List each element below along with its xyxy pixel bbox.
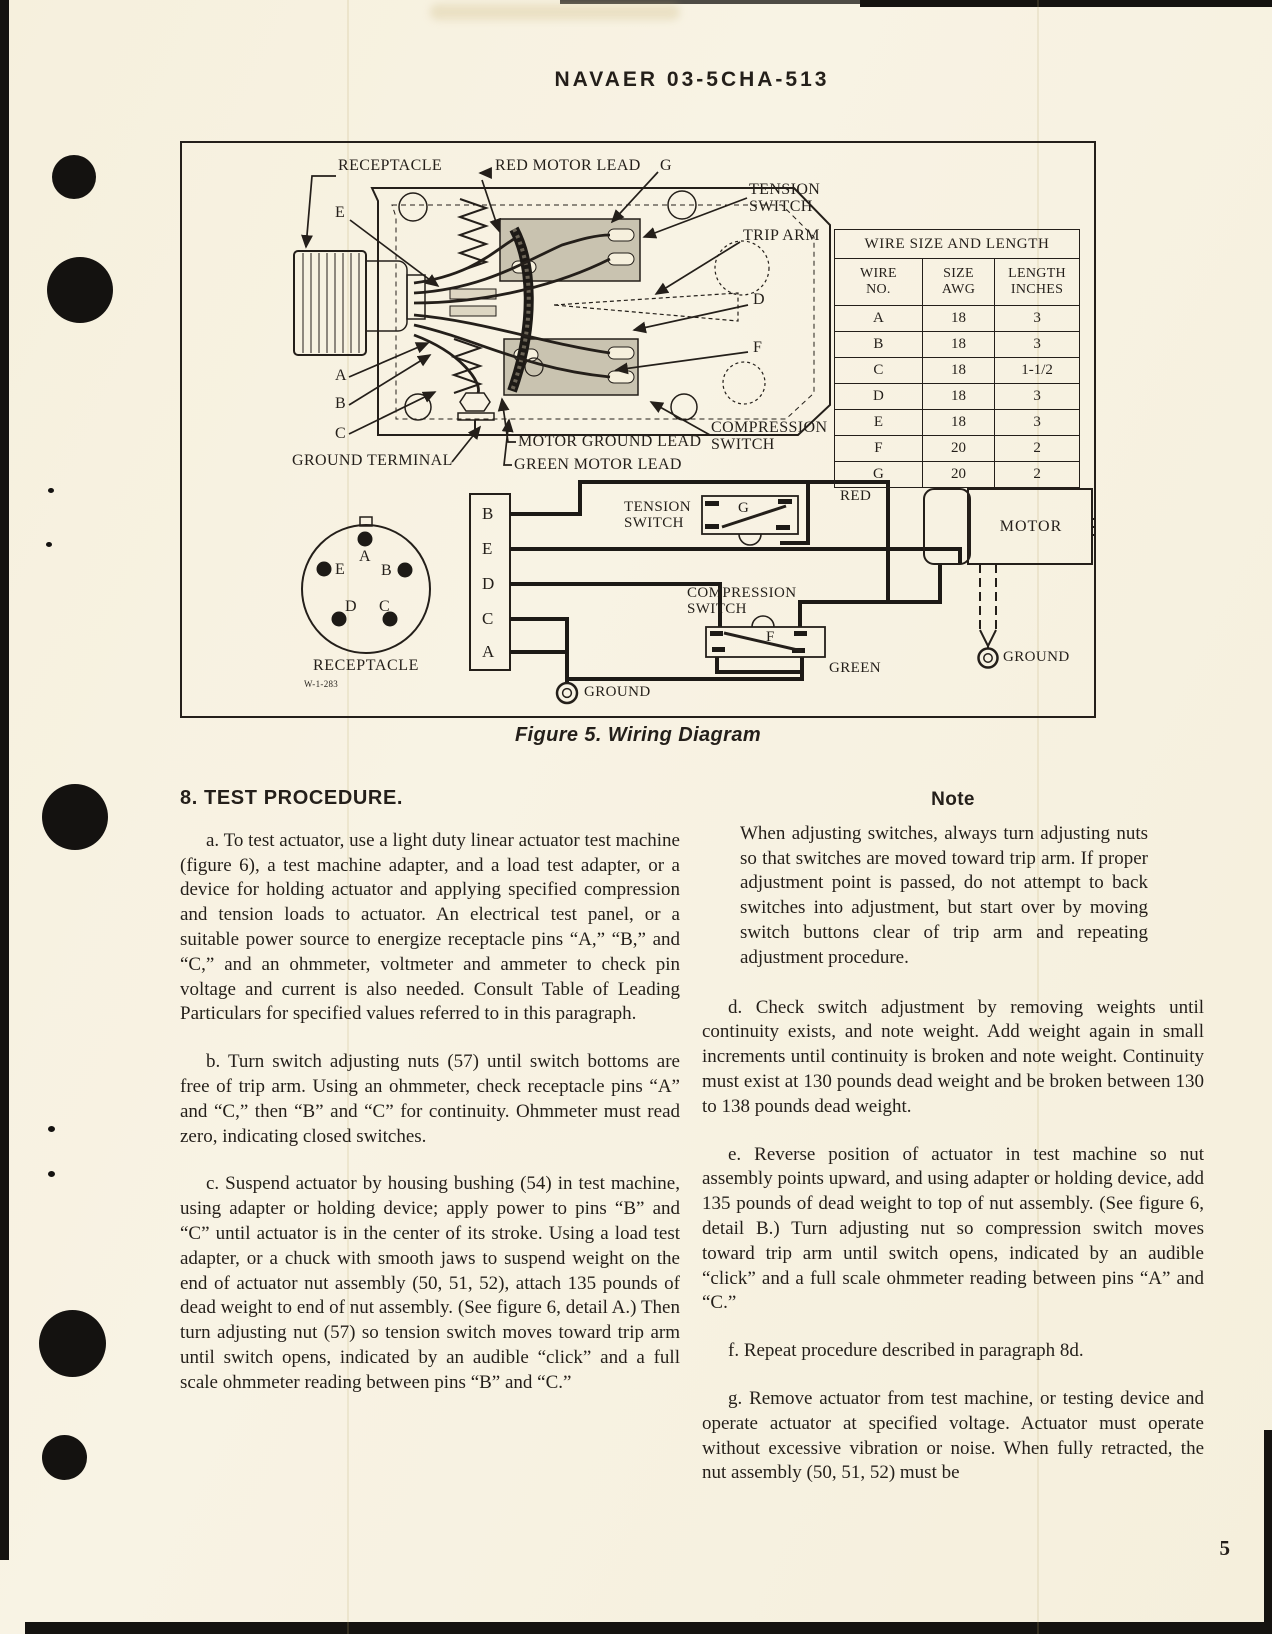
paragraph-d: d. Check switch adjustment by removing w… xyxy=(702,996,1204,1117)
note-title: Note xyxy=(931,789,975,810)
motor-label: MOTOR xyxy=(999,518,1063,535)
paragraph-b: b. Turn switch adjusting nuts (57) until… xyxy=(180,1051,680,1147)
wire-size-table: WIRE SIZE AND LENGTH WIRE NO. SIZE AWG L… xyxy=(834,229,1080,488)
callout-f: F xyxy=(753,339,763,356)
scan-top-edge-dark xyxy=(860,0,1272,7)
section-heading: 8. TEST PROCEDURE. xyxy=(180,787,404,809)
paper-crease xyxy=(1037,0,1039,1634)
callout-tension-switch: TENSION SWITCH xyxy=(749,181,821,216)
ink-speck xyxy=(48,488,54,493)
ink-speck xyxy=(48,1126,55,1132)
callout-d: D xyxy=(753,291,765,308)
callout-e: E xyxy=(335,204,346,221)
block-pin-c: C xyxy=(482,609,494,628)
punch-hole xyxy=(42,784,108,850)
ink-speck xyxy=(46,542,52,547)
schematic-tension-switch-label: TENSION SWITCH xyxy=(624,499,691,532)
paragraph-a: a. To test actuator, use a light duty li… xyxy=(180,829,680,1025)
col-length: LENGTH INCHES xyxy=(994,258,1080,306)
callout-green-motor-lead: GREEN MOTOR LEAD xyxy=(514,456,682,473)
paragraph-g: g. Remove actuator from test machine, or… xyxy=(702,1387,1204,1484)
figure-caption: Figure 5. Wiring Diagram xyxy=(514,724,762,746)
pin-label-b: B xyxy=(381,562,393,579)
page-number: 5 xyxy=(1219,1536,1231,1560)
red-wire-label: RED xyxy=(840,488,872,504)
schematic-compression-switch-label: COMPRESSION SWITCH xyxy=(687,585,797,618)
callout-motor-ground-lead: MOTOR GROUND LEAD xyxy=(518,433,702,450)
scan-bottom-edge xyxy=(25,1622,1272,1634)
pin-label-d: D xyxy=(345,598,357,615)
paper-crease xyxy=(347,0,349,1634)
right-column: Note When adjusting switches, always tur… xyxy=(702,786,1204,1509)
paragraph-f: f. Repeat procedure described in paragra… xyxy=(728,1340,1084,1362)
callout-trip-arm: TRIP ARM xyxy=(743,227,820,244)
scan-right-edge xyxy=(1264,1430,1272,1634)
ink-speck xyxy=(48,1171,55,1177)
block-pin-d: D xyxy=(482,574,495,593)
schematic-receptacle-label: RECEPTACLE xyxy=(312,657,420,674)
wire-table-title: WIRE SIZE AND LENGTH xyxy=(834,229,1080,259)
pin-label-e: E xyxy=(335,561,346,578)
green-wire-label: GREEN xyxy=(829,660,881,676)
figure-box: RECEPTACLE RED MOTOR LEAD G TENSION SWIT… xyxy=(180,141,1096,718)
callout-a: A xyxy=(335,367,347,384)
compression-contact-f: F xyxy=(766,629,775,645)
col-wire-no: WIRE NO. xyxy=(834,258,923,306)
ground-left-label: GROUND xyxy=(584,684,651,700)
callout-compression-switch: COMPRESSION SWITCH xyxy=(711,419,828,454)
tension-contact-g: G xyxy=(738,500,750,516)
block-pin-e: E xyxy=(482,539,493,558)
callout-receptacle: RECEPTACLE xyxy=(338,157,443,174)
drawing-number: W-1-283 xyxy=(304,679,339,689)
block-pin-b: B xyxy=(482,504,494,523)
page-header: NAVAER 03-5CHA-513 xyxy=(554,68,830,91)
paragraph-e: e. Reverse position of actuator in test … xyxy=(702,1143,1204,1314)
ink-smudge xyxy=(430,4,680,20)
scan-left-edge xyxy=(0,0,9,1560)
wiring-diagram-drawing xyxy=(293,167,1094,705)
callout-red-motor-lead: RED MOTOR LEAD xyxy=(495,157,641,174)
callout-b: B xyxy=(335,395,347,412)
test-procedure-section: 8. TEST PROCEDURE. a. To test actuator, … xyxy=(180,786,680,1419)
punch-hole xyxy=(42,1435,87,1480)
note-body: When adjusting switches, always turn adj… xyxy=(740,822,1148,968)
pin-label-a: A xyxy=(359,548,371,565)
callout-ground-terminal: GROUND TERMINAL xyxy=(292,452,453,469)
block-pin-a: A xyxy=(482,642,495,661)
punch-hole xyxy=(52,155,96,199)
callout-g: G xyxy=(660,157,672,174)
ground-right-label: GROUND xyxy=(1003,649,1070,665)
pin-label-c: C xyxy=(379,598,391,615)
punch-hole xyxy=(47,257,113,323)
callout-c: C xyxy=(335,425,347,442)
punch-hole xyxy=(39,1310,106,1377)
paragraph-c: c. Suspend actuator by housing bushing (… xyxy=(180,1173,680,1393)
col-size-awg: SIZE AWG xyxy=(921,258,996,306)
